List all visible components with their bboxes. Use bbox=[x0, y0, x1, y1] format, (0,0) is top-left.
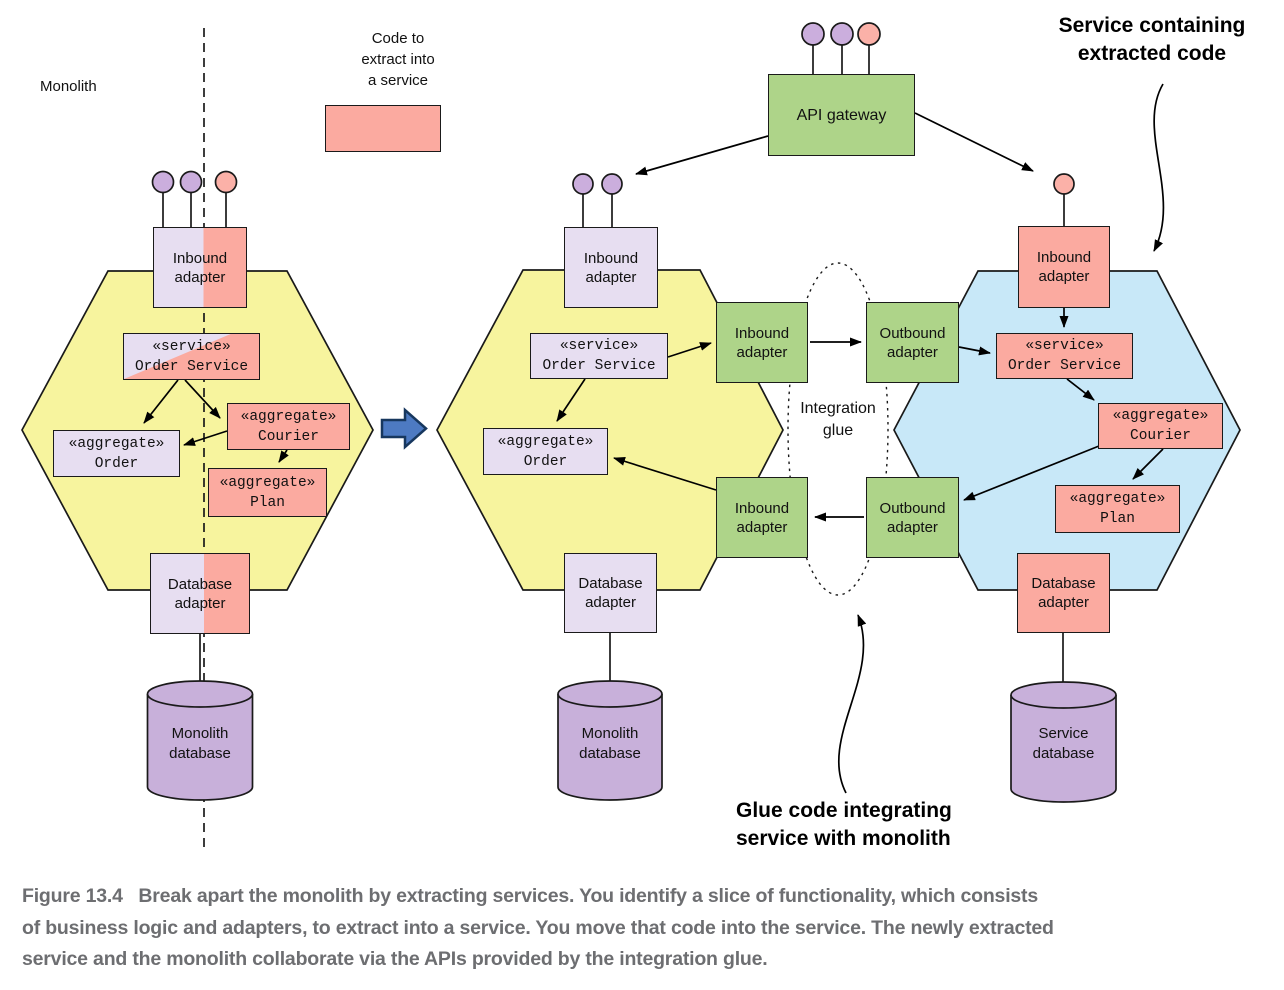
aggregate-courier-box-before: «aggregate» Courier bbox=[227, 403, 350, 450]
integration-glue-boundary bbox=[787, 262, 889, 596]
glue-inbound-adapter-bottom: Inbound adapter bbox=[716, 477, 808, 558]
glue-code-callout-arrow bbox=[837, 614, 867, 794]
legend-text: Code to extract into a service bbox=[361, 30, 435, 89]
service-containing-annotation: Service containing extracted code bbox=[1058, 14, 1246, 65]
aggregate-courier-box-service: «aggregate» Courier bbox=[1098, 403, 1223, 449]
diagram-shapes-layer bbox=[21, 22, 1241, 852]
glue-outbound-adapter-top: Outbound adapter bbox=[866, 302, 959, 383]
glue-outbound-adapter-bottom: Outbound adapter bbox=[866, 477, 959, 558]
service-database-label: Service database bbox=[1032, 725, 1095, 762]
inbound-adapter-box-before: Inbound adapter bbox=[153, 227, 247, 308]
api-gateway-lollipop-icons bbox=[801, 22, 881, 74]
inbound-adapter-box-after: Inbound adapter bbox=[564, 227, 658, 308]
monolith-before-lollipop-icons bbox=[151, 170, 238, 227]
monolith-database-cylinder-after bbox=[557, 680, 663, 801]
service-lollipop-icon bbox=[1053, 173, 1075, 226]
transformation-arrow bbox=[380, 407, 428, 450]
aggregate-plan-box-before: «aggregate» Plan bbox=[208, 468, 327, 517]
monolith-database-cylinder-before bbox=[146, 680, 254, 801]
aggregate-order-box-after: «aggregate» Order bbox=[483, 428, 608, 475]
database-adapter-box-service: Database adapter bbox=[1017, 553, 1110, 633]
legend-swatch bbox=[325, 105, 441, 152]
glue-inbound-adapter-top: Inbound adapter bbox=[716, 302, 808, 383]
order-service-box-after: «service» Order Service bbox=[530, 333, 668, 379]
monolith-database-label-after: Monolith database bbox=[579, 725, 641, 762]
monolith-after-lollipop-icons bbox=[572, 173, 623, 227]
monolith-hexagon-after bbox=[436, 269, 784, 591]
database-adapter-box-after: Database adapter bbox=[564, 553, 657, 633]
glue-code-annotation: Glue code integrating service with monol… bbox=[736, 799, 952, 850]
order-service-box-service: «service» Order Service bbox=[996, 333, 1133, 379]
service-database-cylinder bbox=[1010, 681, 1117, 803]
api-gateway-box: API gateway bbox=[768, 74, 915, 156]
service-containing-callout-arrow bbox=[1153, 83, 1165, 252]
aggregate-order-box-before: «aggregate» Order bbox=[53, 430, 180, 477]
figure-caption: Figure 13.4 Break apart the monolith by … bbox=[22, 885, 1054, 970]
aggregate-plan-box-service: «aggregate» Plan bbox=[1055, 485, 1180, 533]
inbound-adapter-box-service: Inbound adapter bbox=[1018, 226, 1110, 308]
dependency-arrows bbox=[143, 112, 1164, 522]
monolith-database-label-before: Monolith database bbox=[169, 725, 231, 762]
monolith-label: Monolith bbox=[40, 78, 97, 95]
database-adapter-box-before: Database adapter bbox=[150, 553, 250, 634]
order-service-box-before: «service» Order Service bbox=[123, 333, 260, 380]
integration-glue-label: Integration glue bbox=[800, 400, 876, 439]
